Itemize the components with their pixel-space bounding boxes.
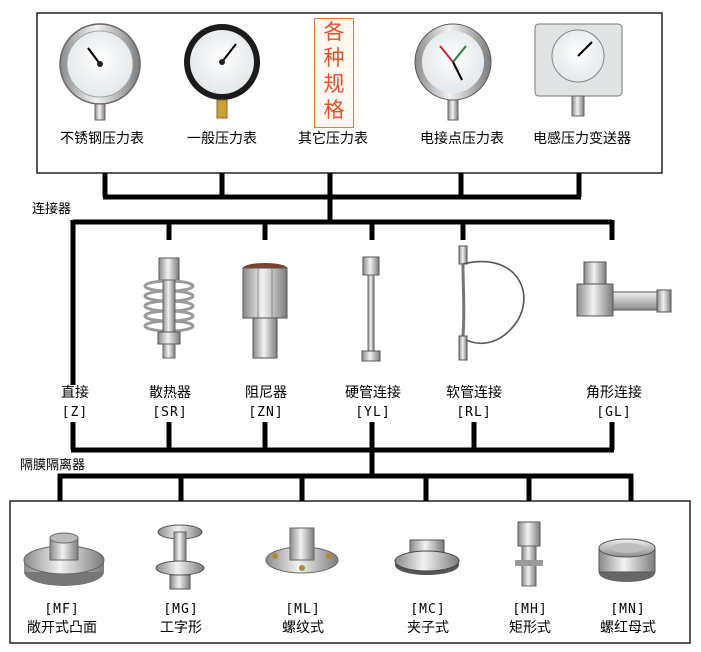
diaphragm-name-mg: 工字形 <box>160 620 202 636</box>
connector-name-hose: 软管连接 <box>446 385 502 401</box>
gauge-label-inductive-transmitter: 电感压力变送器 <box>533 131 631 147</box>
stamp-char: 各 <box>323 20 345 44</box>
flexible-hose-icon <box>458 245 525 361</box>
open-flange-icon <box>23 532 105 586</box>
i-shape-icon <box>155 524 205 590</box>
diaphragm-name-mf: 敞开式凸面 <box>27 620 97 636</box>
gauge-frame <box>36 12 663 174</box>
gauge-label-general: 一般压力表 <box>187 131 257 147</box>
connector-name-radiator: 散热器 <box>149 385 191 401</box>
connector-name-damper: 阻尼器 <box>245 385 287 401</box>
general-pressure-gauge-icon <box>184 24 260 119</box>
rigid-pipe-icon <box>361 256 381 362</box>
connector-code-direct: [Z] <box>61 405 89 420</box>
connector-name-direct: 直接 <box>61 385 89 401</box>
nut-seal-icon <box>598 538 656 582</box>
inductive-pressure-transmitter-icon <box>534 23 623 117</box>
diaphragm-name-ml: 螺纹式 <box>282 620 324 636</box>
electric-contact-pressure-gauge-icon <box>414 23 492 121</box>
angle-fitting-icon <box>576 261 672 317</box>
connector-code-rigid-pipe: [YL] <box>355 405 391 420</box>
diaphragm-name-mn: 螺红母式 <box>600 620 656 636</box>
stamp-char: 格 <box>323 98 345 122</box>
diaphragm-frame <box>9 500 691 644</box>
connector-section-label: 连接器 <box>32 202 72 217</box>
connector-code-damper: [ZN] <box>248 405 284 420</box>
diaphragm-section-label: 隔膜隔离器 <box>20 458 86 473</box>
clamp-seal-icon <box>394 539 460 575</box>
stainless-pressure-gauge-icon <box>59 23 141 121</box>
stamp-char: 种 <box>323 46 345 70</box>
gauge-tree-lines <box>70 173 615 385</box>
diaphragm-code-mn: [MN] <box>610 602 646 617</box>
diaphragm-code-mf: [MF] <box>44 602 80 617</box>
damper-fitting-icon <box>242 263 288 359</box>
diaphragm-code-mc: [MC] <box>410 602 446 617</box>
diaphragm-name-mh: 矩形式 <box>509 620 551 636</box>
connector-code-radiator: [SR] <box>152 405 188 420</box>
rectangular-seal-icon <box>515 521 543 587</box>
gauge-label-electric-contact: 电接点压力表 <box>420 131 504 147</box>
threaded-seal-icon <box>265 527 339 574</box>
radiator-coil-icon <box>143 257 195 359</box>
diaphragm-name-mc: 夹子式 <box>407 620 449 636</box>
connector-code-hose: [RL] <box>456 405 492 420</box>
connector-name-rigid-pipe: 硬管连接 <box>345 385 401 401</box>
gauge-label-other: 其它压力表 <box>298 131 368 147</box>
diaphragm-code-mh: [MH] <box>512 602 548 617</box>
connector-code-angle: [GL] <box>596 405 632 420</box>
stamp-char: 规 <box>323 72 345 96</box>
various-specs-stamp: 各 种 规 格 <box>314 18 354 128</box>
gauge-label-stainless: 不锈钢压力表 <box>60 131 144 147</box>
connector-name-angle: 角形连接 <box>586 385 642 401</box>
diaphragm-code-mg: [MG] <box>163 602 199 617</box>
diaphragm-code-ml: [ML] <box>285 602 321 617</box>
connector-tree-lines <box>57 422 634 501</box>
